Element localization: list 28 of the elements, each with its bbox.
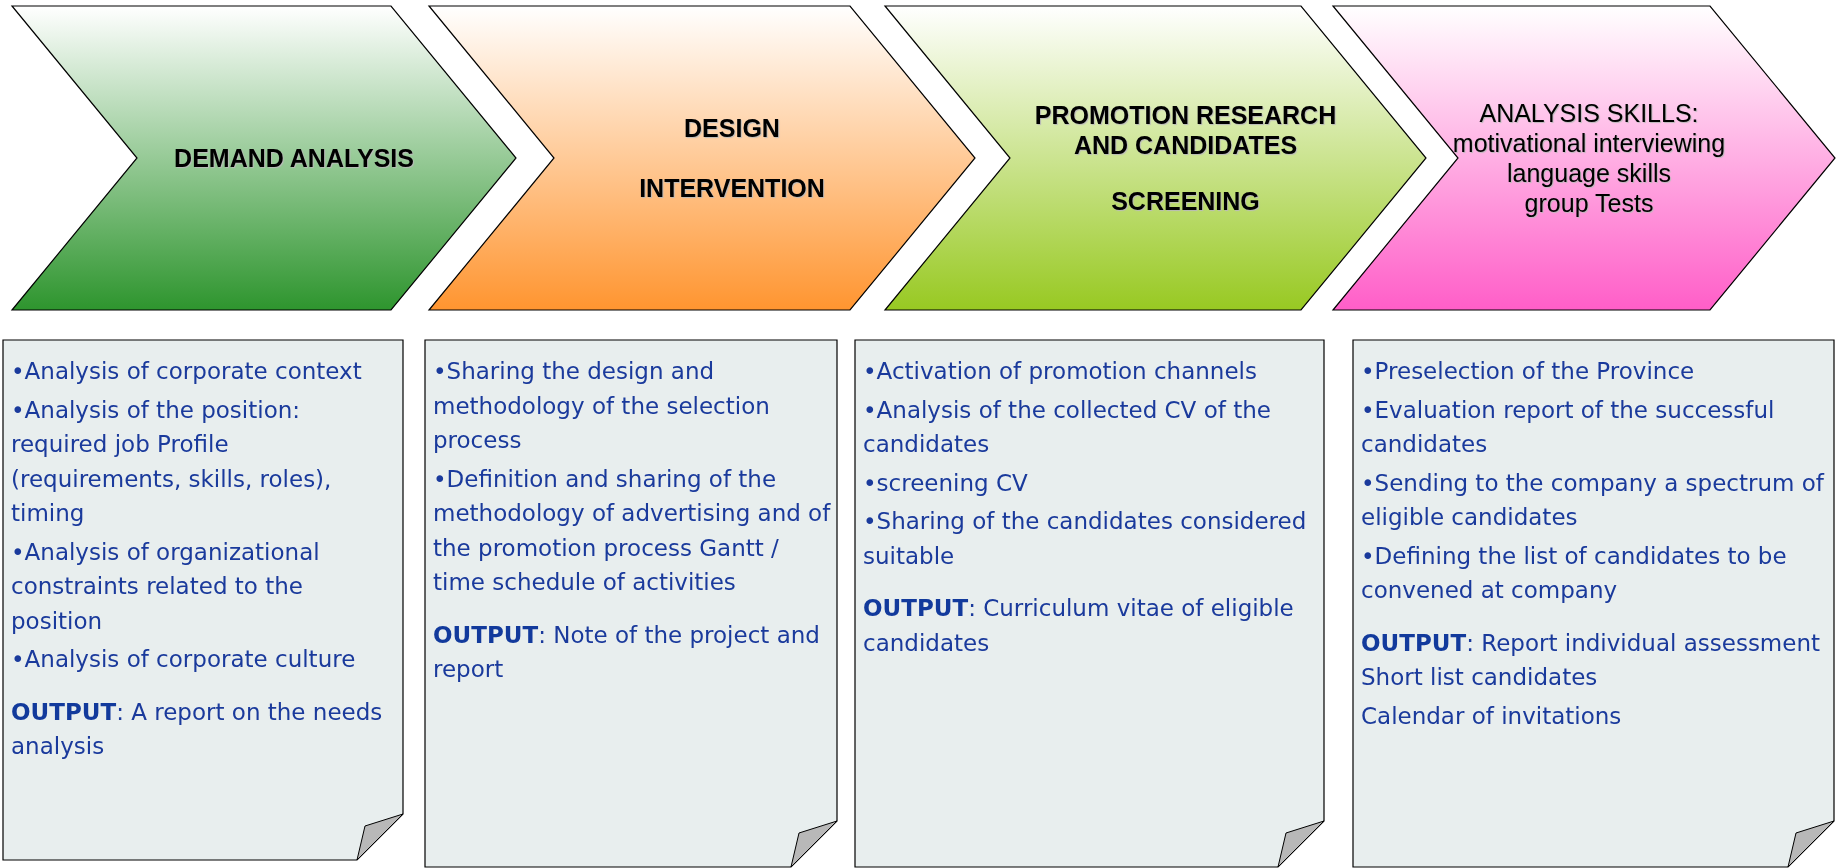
note-text: •Definition and sharing of the methodology of advertising and of the promotion process Gantt / time schedule of activities bbox=[433, 464, 831, 597]
note-text: •Analysis of corporate culture bbox=[11, 645, 357, 674]
note-text: Calendar of invitations bbox=[1361, 701, 1623, 731]
step-title: PROMOTION RESEARCH AND CANDIDATES bbox=[1033, 100, 1338, 160]
step-title: group Tests bbox=[1524, 188, 1654, 218]
step-title: language skills bbox=[1507, 158, 1671, 188]
note-text: OUTPUT: Note of the project and report bbox=[433, 620, 821, 684]
step-title: ANALYSIS SKILLS: bbox=[1479, 98, 1699, 128]
note-text: •Activation of promotion channels bbox=[863, 357, 1258, 386]
note-text: OUTPUT: A report on the needs analysis bbox=[11, 697, 384, 761]
step-title: DESIGN bbox=[684, 113, 780, 143]
note-text: OUTPUT: Curriculum vitae of eligible candidates bbox=[863, 594, 1295, 658]
note-text: •Analysis of organizational constraints related to the position bbox=[11, 537, 321, 636]
note-text: •Sharing of the candidates considered suitable bbox=[863, 507, 1308, 571]
note-text: •Defining the list of candidates to be convened at company bbox=[1361, 541, 1788, 605]
step-title: INTERVENTION bbox=[639, 173, 825, 203]
note-text: •Evaluation report of the successful candidates bbox=[1361, 395, 1776, 459]
step-title: motivational interviewing bbox=[1452, 128, 1726, 158]
note-text: •screening CV bbox=[863, 468, 1029, 498]
note-text: •Sharing the design and methodology of the selection process bbox=[433, 357, 771, 455]
step-title: DEMAND ANALYSIS bbox=[174, 143, 414, 173]
note-text: •Analysis of the position: required job Profile (requirements, skills, roles), timing bbox=[11, 395, 333, 528]
note-text: •Analysis of corporate context bbox=[11, 357, 363, 386]
note-text: •Analysis of the collected CV of the candidates bbox=[863, 395, 1272, 459]
step-title: SCREENING bbox=[1111, 186, 1260, 216]
note-text: OUTPUT: Report individual assessment Short list candidates bbox=[1361, 628, 1821, 692]
note-text: •Sending to the company a spectrum of eligible candidates bbox=[1361, 468, 1826, 532]
note-text: •Preselection of the Province bbox=[1361, 357, 1696, 386]
